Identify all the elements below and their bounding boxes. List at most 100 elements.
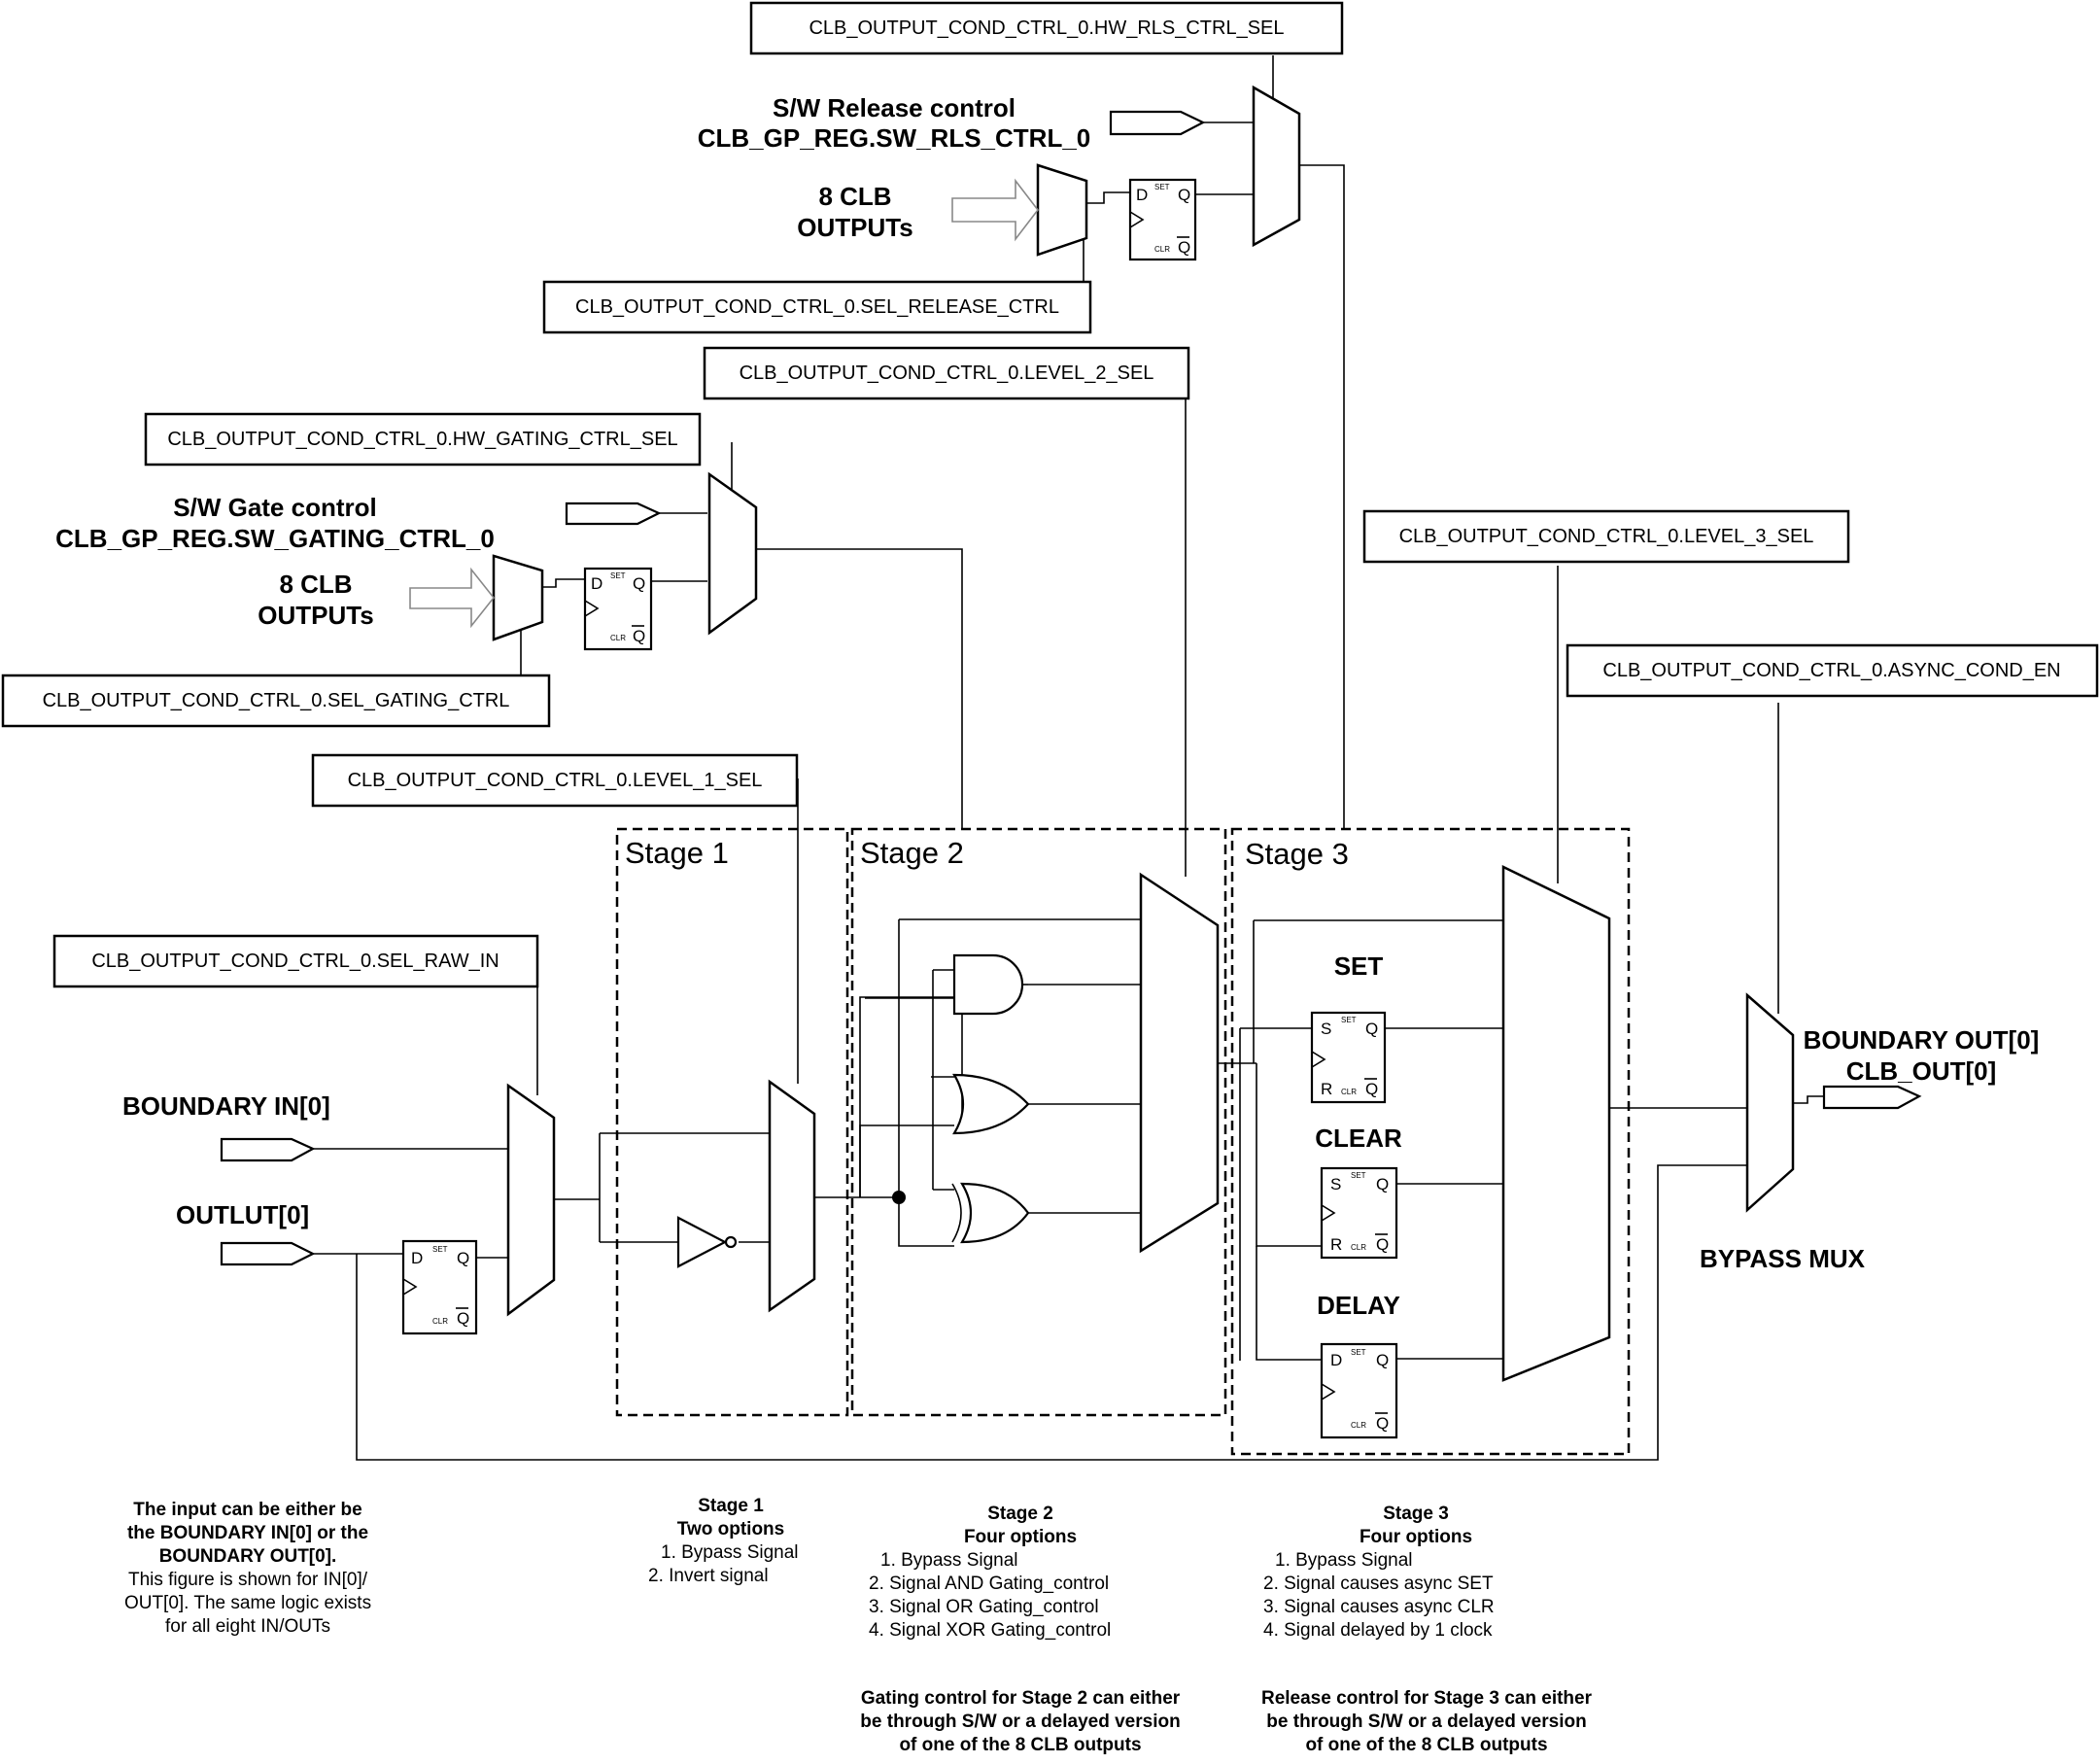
ff-d-pin: D — [1330, 1351, 1342, 1369]
ff-q-pin: Q — [1178, 186, 1190, 204]
register-hw-rls-ctrl-sel: CLB_OUTPUT_COND_CTRL_0.HW_RLS_CTRL_SEL — [749, 1, 1344, 55]
and-gate — [952, 953, 1028, 1016]
stage-1-label: Stage 1 — [625, 836, 729, 870]
note-line: The input can be either be — [133, 1500, 361, 1520]
note-line: Two options — [677, 1519, 784, 1539]
outlut-flipflop: D SET Q CLR Q — [401, 1239, 478, 1335]
register-level-3-sel: CLB_OUTPUT_COND_CTRL_0.LEVEL_3_SEL — [1362, 509, 1850, 564]
register-sel-release-ctrl: CLB_OUTPUT_COND_CTRL_0.SEL_RELEASE_CTRL — [542, 280, 1092, 334]
outlut-label: OUTLUT[0] — [176, 1200, 309, 1229]
ff-s-pin: S — [1330, 1175, 1341, 1193]
ff-set-pin: SET — [1351, 1348, 1366, 1357]
ff-q-pin: Q — [1365, 1020, 1378, 1038]
ff-qbar-pin: Q — [1365, 1080, 1378, 1098]
register-label: CLB_OUTPUT_COND_CTRL_0.SEL_GATING_CTRL — [43, 690, 510, 711]
note-line: Stage 1 — [698, 1496, 764, 1516]
ff-clr-pin: CLR — [1154, 245, 1170, 254]
register-label: CLB_OUTPUT_COND_CTRL_0.SEL_RELEASE_CTRL — [575, 296, 1059, 318]
note-line: 1. Bypass Signal — [880, 1550, 1018, 1571]
input-note: The input can be either be the BOUNDARY … — [124, 1500, 371, 1637]
sw-gate-port — [565, 502, 662, 526]
note-line: 4. Signal XOR Gating_control — [869, 1620, 1111, 1641]
delay-label: DELAY — [1317, 1291, 1400, 1320]
note-line: 4. Signal delayed by 1 clock — [1263, 1620, 1493, 1641]
ff-qbar-pin: Q — [1376, 1414, 1389, 1433]
register-label: CLB_OUTPUT_COND_CTRL_0.ASYNC_COND_EN — [1602, 660, 2060, 681]
note-line: 2. Signal causes async SET — [1263, 1574, 1494, 1594]
gating-hw-mux — [707, 471, 758, 636]
ff-set-pin: SET — [1351, 1171, 1366, 1180]
ff-q-pin: Q — [633, 574, 645, 593]
set-flipflop: S SET Q R CLR Q — [1310, 1011, 1387, 1104]
or-gate — [952, 1073, 1030, 1135]
note-line: 2. Signal AND Gating_control — [869, 1574, 1109, 1594]
ff-q-pin: Q — [1376, 1175, 1389, 1193]
boundary-in-port — [220, 1137, 316, 1162]
ff-clr-pin: CLR — [610, 634, 626, 642]
note-line: 3. Signal causes async CLR — [1263, 1597, 1495, 1617]
ff-qbar-pin: Q — [457, 1309, 469, 1328]
sw-release-register-label: CLB_GP_REG.SW_RLS_CTRL_0 — [698, 123, 1091, 153]
ff-q-pin: Q — [457, 1249, 469, 1267]
stage-2-mux — [1139, 872, 1220, 1254]
note-line: 1. Bypass Signal — [1275, 1550, 1413, 1571]
ff-r-pin: R — [1330, 1235, 1342, 1254]
register-label: CLB_OUTPUT_COND_CTRL_0.HW_RLS_CTRL_SEL — [809, 17, 1284, 39]
ff-d-pin: D — [1136, 186, 1148, 204]
clear-label: CLEAR — [1315, 1124, 1402, 1153]
junction-dot — [892, 1191, 906, 1204]
stage-1-box — [615, 827, 849, 1417]
ff-s-pin: S — [1321, 1020, 1331, 1038]
inverter-gate — [676, 1216, 738, 1268]
note-line: 3. Signal OR Gating_control — [869, 1597, 1099, 1617]
gating-delay-flipflop: D SET Q CLR Q — [583, 567, 653, 651]
xor-gate — [951, 1182, 1030, 1244]
note-line: for all eight IN/OUTs — [165, 1616, 330, 1637]
note-line: Stage 3 — [1383, 1504, 1449, 1524]
ff-set-pin: SET — [432, 1245, 448, 1254]
ff-clr-pin: CLR — [1341, 1088, 1357, 1096]
release-delay-flipflop: D SET Q CLR Q — [1128, 178, 1197, 261]
ff-clr-pin: CLR — [1351, 1421, 1366, 1430]
note-line: of one of the 8 CLB outputs — [899, 1735, 1141, 1755]
raw-input-mux — [506, 1083, 556, 1317]
register-async-cond-en: CLB_OUTPUT_COND_CTRL_0.ASYNC_COND_EN — [1566, 643, 2099, 698]
register-hw-gating-ctrl-sel: CLB_OUTPUT_COND_CTRL_0.HW_GATING_CTRL_SE… — [144, 412, 702, 467]
note-line: Four options — [1360, 1527, 1472, 1547]
boundary-out-label: BOUNDARY OUT[0] — [1804, 1025, 2040, 1055]
ff-d-pin: D — [591, 574, 602, 593]
register-sel-gating-ctrl: CLB_OUTPUT_COND_CTRL_0.SEL_GATING_CTRL — [1, 674, 551, 728]
stage-1-mux — [768, 1079, 816, 1313]
note-line: be through S/W or a delayed version — [860, 1712, 1180, 1732]
register-label: CLB_OUTPUT_COND_CTRL_0.LEVEL_2_SEL — [740, 363, 1154, 384]
stage-3-box — [1230, 827, 1631, 1456]
ff-qbar-pin: Q — [1178, 238, 1190, 257]
outlut-port — [220, 1241, 316, 1266]
set-label: SET — [1334, 951, 1384, 981]
ff-qbar-pin: Q — [1376, 1235, 1389, 1254]
clb-outputs-top-arrow — [951, 178, 1040, 242]
delay-flipflop: D SET Q CLR Q — [1320, 1342, 1398, 1439]
bypass-mux-label: BYPASS MUX — [1700, 1244, 1866, 1273]
ff-q-pin: Q — [1376, 1351, 1389, 1369]
note-line: of one of the 8 CLB outputs — [1305, 1735, 1547, 1755]
note-line: be through S/W or a delayed version — [1266, 1712, 1586, 1732]
bypass-mux — [1745, 992, 1795, 1213]
sw-release-port — [1109, 110, 1206, 136]
note-line: 1. Bypass Signal — [661, 1542, 799, 1563]
note-line: BOUNDARY OUT[0]. — [159, 1546, 337, 1567]
ff-d-pin: D — [411, 1249, 423, 1267]
note-line: the BOUNDARY IN[0] or the — [127, 1523, 368, 1543]
sw-gate-label: S/W Gate control — [173, 493, 376, 522]
register-label: CLB_OUTPUT_COND_CTRL_0.HW_GATING_CTRL_SE… — [167, 429, 677, 450]
release-hw-mux — [1252, 85, 1301, 248]
stage-2-label: Stage 2 — [860, 836, 964, 870]
ff-r-pin: R — [1321, 1080, 1332, 1098]
stage-1-note: Stage 1 Two options 1. Bypass Signal 2. … — [648, 1496, 799, 1586]
register-label: CLB_OUTPUT_COND_CTRL_0.LEVEL_3_SEL — [1399, 526, 1814, 547]
gating-select-mux — [492, 554, 544, 641]
register-level-1-sel: CLB_OUTPUT_COND_CTRL_0.LEVEL_1_SEL — [311, 753, 799, 808]
stage-3-label: Stage 3 — [1245, 837, 1349, 871]
register-label: CLB_OUTPUT_COND_CTRL_0.SEL_RAW_IN — [91, 951, 499, 972]
